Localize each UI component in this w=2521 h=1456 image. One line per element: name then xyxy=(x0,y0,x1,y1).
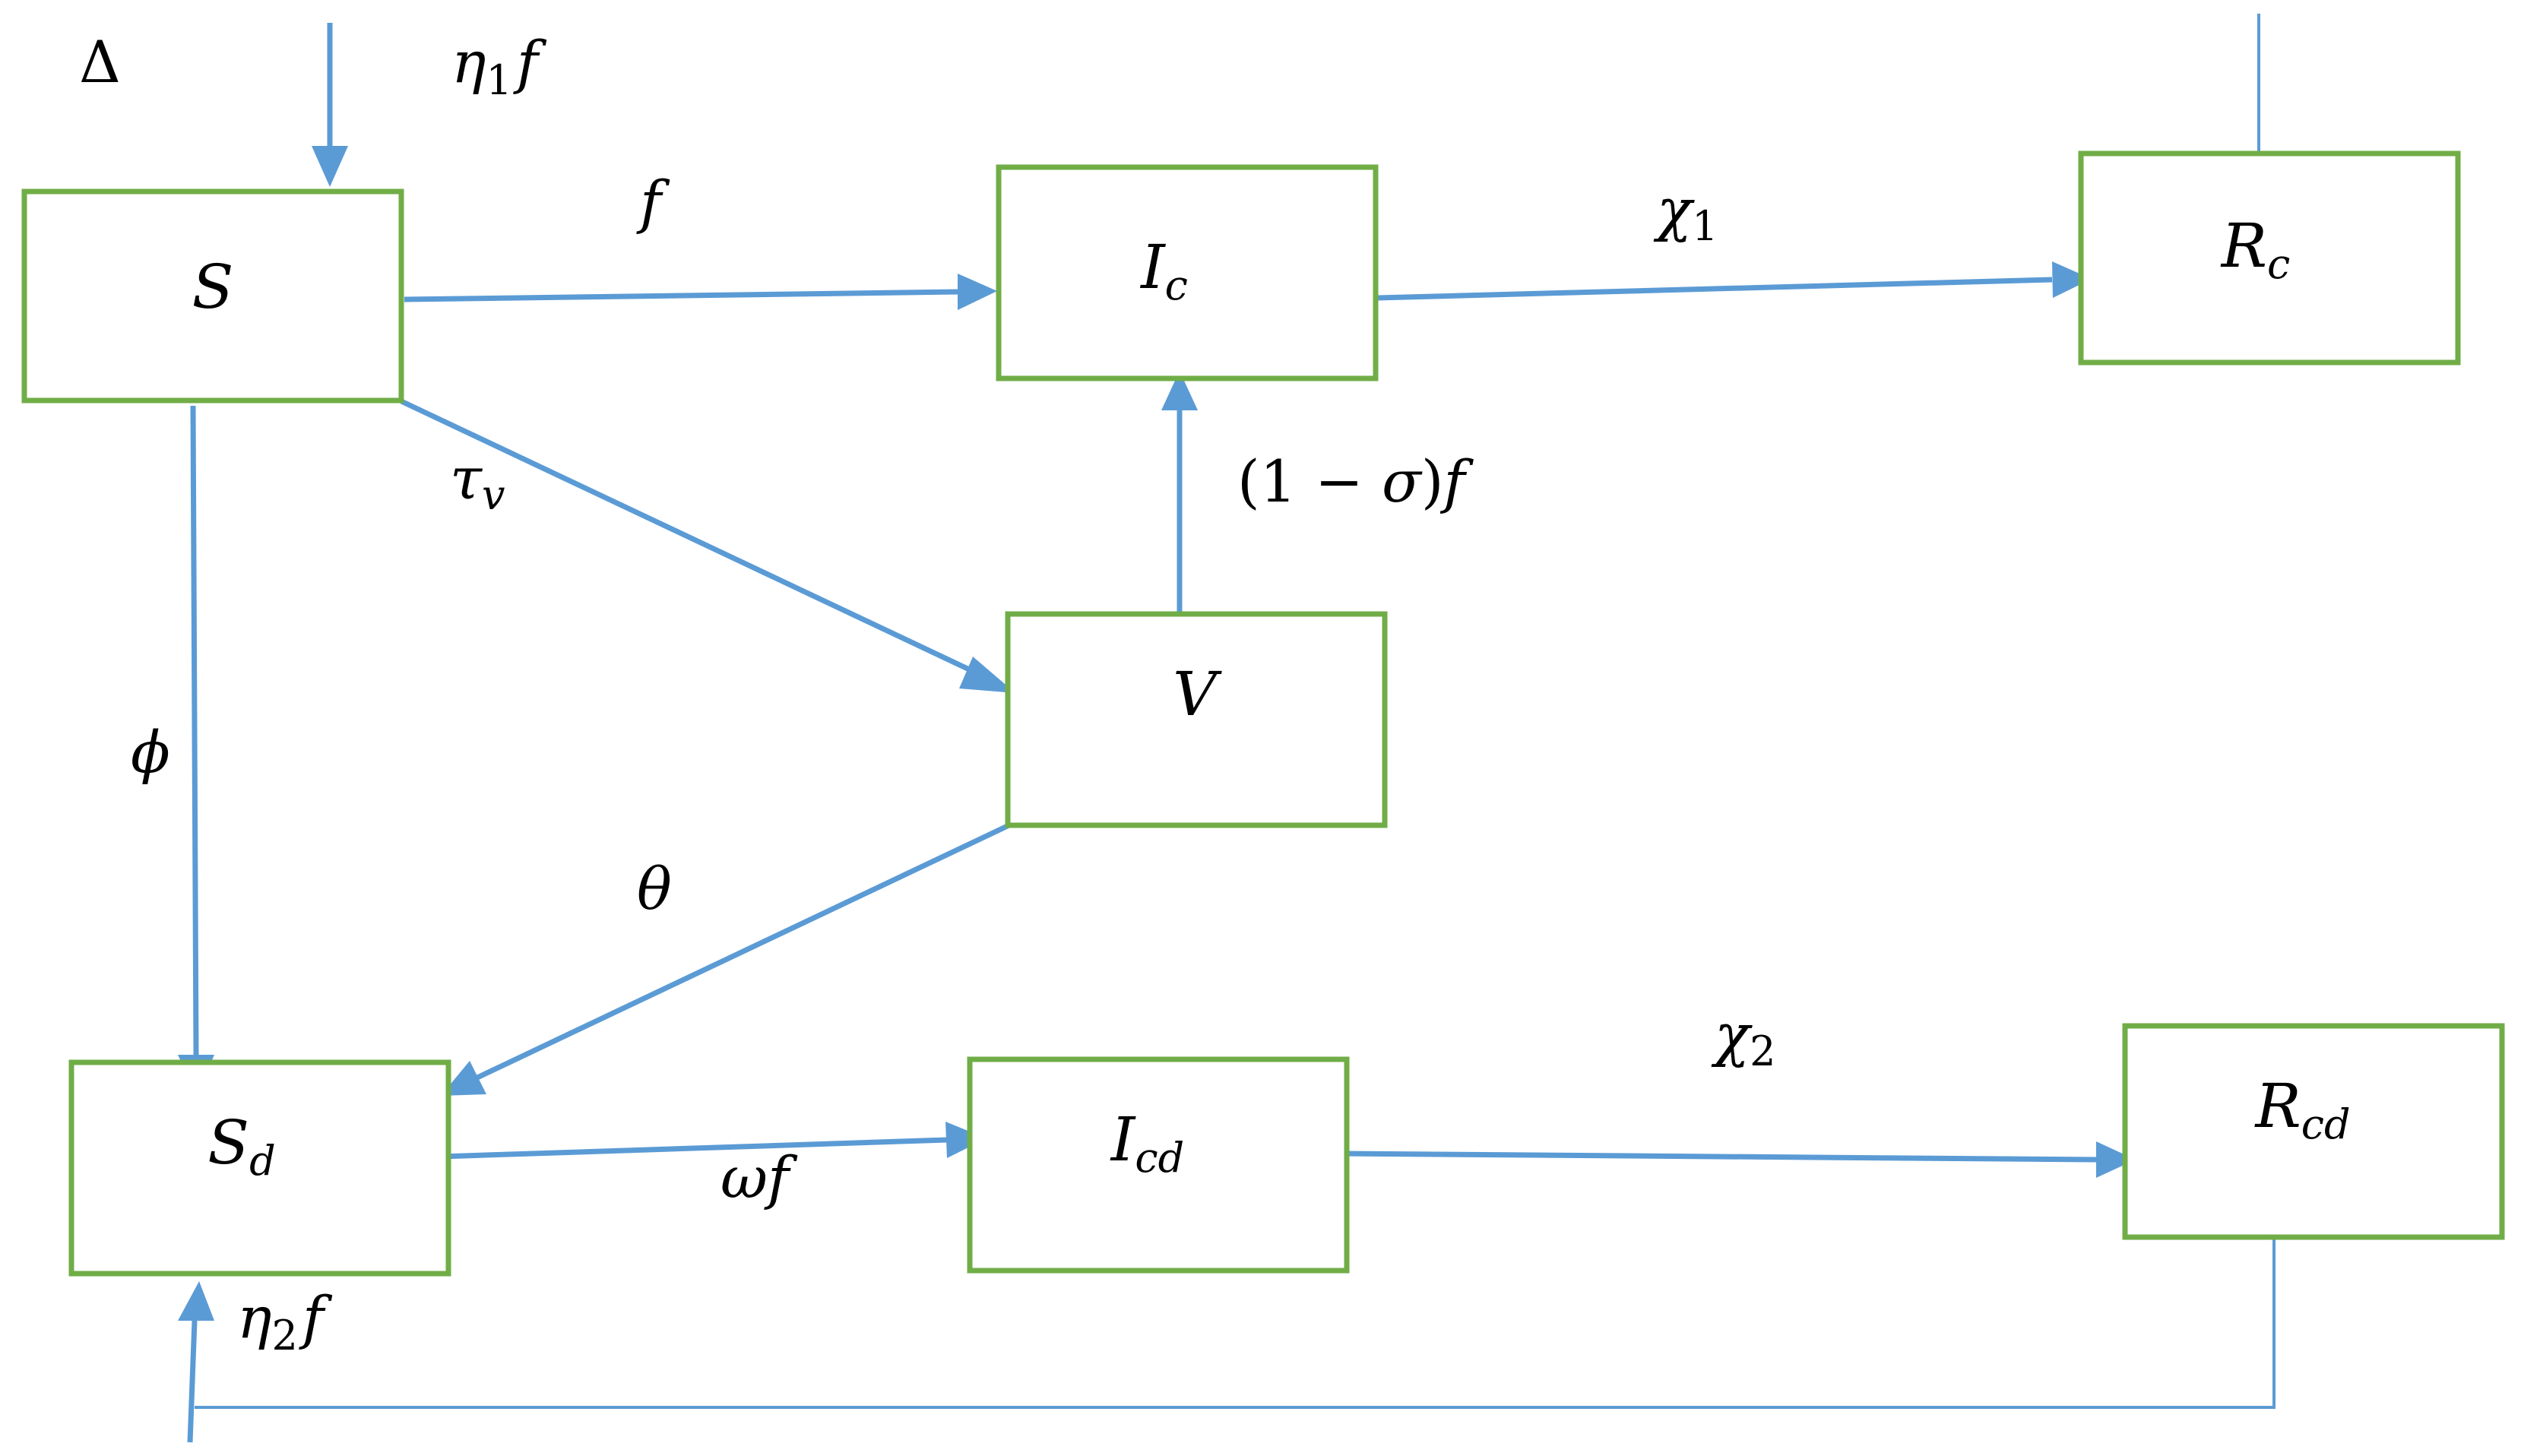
label-f: f xyxy=(636,168,670,236)
label-eta2-main: η xyxy=(237,1283,272,1351)
label-omega-f: ωf xyxy=(721,1144,798,1211)
svg-text:V: V xyxy=(1173,659,1222,730)
arrow-s-to-sd xyxy=(178,405,214,1096)
label-eta1-main: η xyxy=(451,28,486,96)
label-eta1-f: η1f xyxy=(451,28,547,104)
label-oms-open: (1 − xyxy=(1237,448,1382,515)
node-ic-sub: c xyxy=(1165,261,1188,309)
node-rcd-main: R xyxy=(2253,1071,2301,1141)
label-oms-sigma: σ xyxy=(1382,448,1423,515)
label-one-minus-sigma-f: (1 − σ)f xyxy=(1237,448,1474,515)
node-s: S xyxy=(21,188,404,404)
arrow-ic-to-rc xyxy=(1376,261,2092,301)
node-rc-sub: c xyxy=(2267,240,2290,288)
label-eta2-tail: f xyxy=(299,1283,333,1351)
svg-text:Rc: Rc xyxy=(2220,210,2290,288)
node-sd-sub: d xyxy=(249,1137,276,1185)
label-chi2-main: χ xyxy=(1711,1001,1753,1068)
label-phi: ϕ xyxy=(131,718,170,786)
node-v-label: V xyxy=(1173,659,1222,730)
label-eta1-sub: 1 xyxy=(486,56,512,104)
node-icd-sub: cd xyxy=(1135,1134,1184,1182)
label-oms-close: ) xyxy=(1421,448,1444,515)
svg-text:Sd: Sd xyxy=(207,1107,275,1185)
arrow-v-to-sd xyxy=(441,819,1017,1096)
arrow-s-to-ic xyxy=(404,274,997,310)
label-eta2-f: η2f xyxy=(237,1283,333,1359)
svg-text:Rcd: Rcd xyxy=(2253,1071,2350,1148)
node-sd-main: S xyxy=(207,1107,249,1178)
label-tau-v: τv xyxy=(450,445,505,519)
arrow-v-to-ic xyxy=(1161,371,1198,614)
node-s-label: S xyxy=(192,252,234,322)
node-icd: Icd xyxy=(967,1056,1350,1274)
label-chi2: χ2 xyxy=(1711,1001,1775,1075)
label-chi1-sub: 1 xyxy=(1692,202,1718,250)
inflow-arrow-sd xyxy=(178,1281,214,1443)
node-v: V xyxy=(1005,611,1388,828)
node-ic: Ic xyxy=(996,164,1379,381)
feedback-loop-rcd-to-sd xyxy=(195,1228,2276,1409)
node-rcd-sub: cd xyxy=(2301,1100,2351,1148)
node-ic-main: I xyxy=(1139,232,1166,302)
label-chi2-sub: 2 xyxy=(1750,1027,1775,1075)
inflow-arrow-s xyxy=(312,23,348,187)
label-theta: θ xyxy=(637,855,672,923)
svg-text:S: S xyxy=(192,252,234,322)
label-eta1-tail: f xyxy=(513,28,547,96)
label-oms-f: f xyxy=(1440,448,1474,515)
node-rc: Rc xyxy=(2078,150,2461,366)
arrow-s-to-v xyxy=(400,398,1015,693)
node-sd: Sd xyxy=(68,1059,451,1277)
label-delta: Δ xyxy=(79,28,121,96)
svg-text:Ic: Ic xyxy=(1139,232,1188,309)
label-tau-main: τ xyxy=(450,445,483,512)
label-eta2-sub: 2 xyxy=(272,1312,298,1359)
arrow-icd-to-rcd xyxy=(1343,1141,2136,1178)
label-chi1: χ1 xyxy=(1653,176,1718,250)
label-tau-sub: v xyxy=(482,471,505,519)
arrow-sd-to-icd xyxy=(440,1122,987,1160)
node-rc-main: R xyxy=(2220,210,2267,281)
node-icd-main: I xyxy=(1110,1104,1136,1175)
label-chi1-main: χ xyxy=(1653,176,1695,243)
svg-text:Icd: Icd xyxy=(1110,1104,1184,1182)
node-rcd: Rcd xyxy=(2122,1023,2505,1240)
